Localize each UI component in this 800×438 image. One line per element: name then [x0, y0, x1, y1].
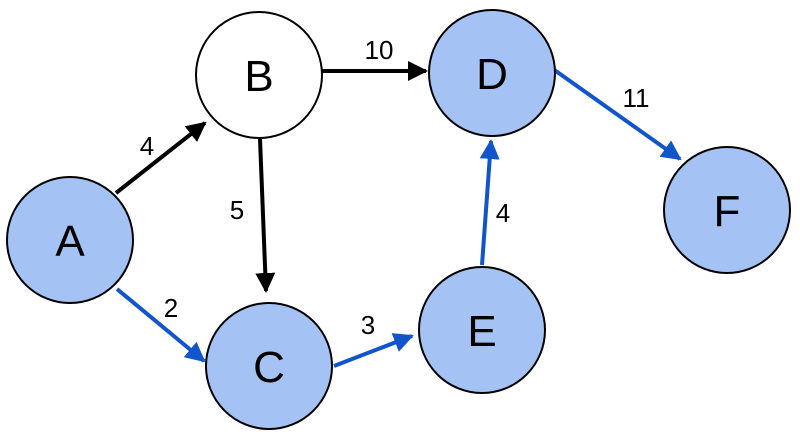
node-d: D: [428, 9, 556, 137]
edge-weight-c-e: 3: [361, 310, 375, 340]
node-a-label: A: [55, 217, 85, 266]
edge-e-d: [479, 139, 500, 266]
node-f-label: F: [714, 187, 741, 236]
node-e-circle: [418, 266, 546, 394]
node-c-circle: [205, 302, 333, 430]
node-c: C: [205, 302, 333, 430]
edge-weight-d-f: 11: [623, 83, 650, 113]
node-b: B: [195, 11, 323, 139]
edges: [114, 61, 682, 368]
edge-b-c: [255, 138, 276, 293]
edge-a-b: [114, 121, 207, 195]
node-d-label: D: [476, 50, 508, 99]
edge-c-e: [333, 333, 414, 368]
node-e: E: [418, 266, 546, 394]
edge-weights: 4 2 5 10 3 4 11: [140, 35, 650, 340]
edge-weight-a-c: 2: [164, 293, 178, 323]
node-a-circle: [6, 176, 134, 304]
node-f: F: [663, 146, 791, 274]
edge-weight-e-d: 4: [496, 198, 510, 228]
node-b-circle: [195, 11, 323, 139]
edge-weight-a-b: 4: [140, 131, 154, 161]
node-e-label: E: [467, 307, 496, 356]
nodes: A B C D E F: [6, 9, 791, 430]
node-f-circle: [663, 146, 791, 274]
node-d-circle: [428, 9, 556, 137]
node-a: A: [6, 176, 134, 304]
node-c-label: C: [253, 343, 285, 392]
edge-weight-b-d: 10: [365, 35, 394, 65]
edge-a-c: [115, 287, 206, 363]
node-b-label: B: [244, 52, 273, 101]
edge-d-f: [551, 67, 682, 161]
edge-weight-b-c: 5: [230, 195, 244, 225]
